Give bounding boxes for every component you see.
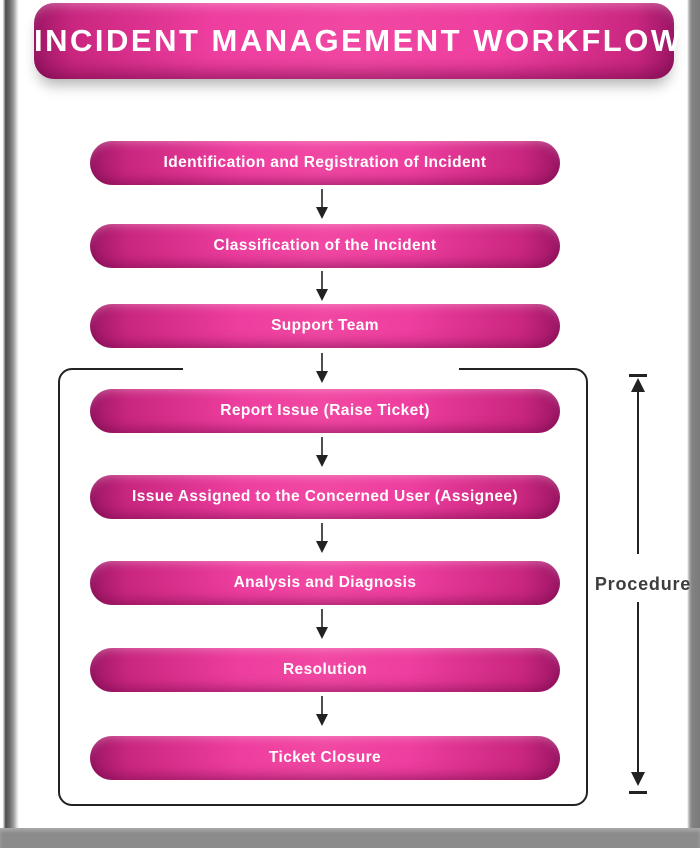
down-arrow-icon — [316, 353, 328, 383]
page-title: INCIDENT MANAGEMENT WORKFLOW — [34, 23, 683, 58]
flow-step-label: Analysis and Diagnosis — [233, 574, 417, 591]
flow-step-analysis-diagnosis: Analysis and Diagnosis — [90, 561, 560, 605]
range-line-upper — [637, 391, 639, 554]
up-arrowhead-icon — [631, 378, 645, 392]
flow-step-identification: Identification and Registration of Incid… — [90, 141, 560, 185]
flow-step-ticket-closure: Ticket Closure — [90, 736, 560, 780]
flow-step-issue-assigned: Issue Assigned to the Concerned User (As… — [90, 475, 560, 519]
flow-step-label: Issue Assigned to the Concerned User (As… — [131, 488, 518, 505]
range-cap-bottom — [629, 791, 647, 794]
flow-step-label: Classification of the Incident — [213, 237, 437, 254]
group-border-gap-mask — [183, 366, 459, 373]
procedure-label: Procedure — [594, 574, 692, 594]
down-arrow-icon — [316, 523, 328, 553]
down-arrow-icon — [316, 189, 328, 219]
down-arrow-icon — [316, 696, 328, 726]
flow-step-classification: Classification of the Incident — [90, 224, 560, 268]
down-arrow-icon — [316, 437, 328, 467]
flow-step-label: Support Team — [271, 317, 379, 334]
flow-step-label: Identification and Registration of Incid… — [163, 154, 487, 171]
flow-step-report-issue: Report Issue (Raise Ticket) — [90, 389, 560, 433]
title-banner: INCIDENT MANAGEMENT WORKFLOW — [34, 3, 683, 79]
page-edge-bottom — [0, 828, 700, 848]
down-arrow-icon — [316, 271, 328, 301]
flow-step-label: Resolution — [282, 661, 368, 678]
page-edge-right — [687, 0, 700, 848]
range-line-lower — [637, 602, 639, 773]
page-edge-left — [0, 0, 19, 848]
flow-step-label: Ticket Closure — [268, 749, 382, 766]
flow-step-label: Report Issue (Raise Ticket) — [220, 402, 430, 419]
flow-step-resolution: Resolution — [90, 648, 560, 692]
down-arrowhead-icon — [631, 772, 645, 786]
range-cap-top — [629, 374, 647, 377]
down-arrow-icon — [316, 609, 328, 639]
flow-step-support-team: Support Team — [90, 304, 560, 348]
